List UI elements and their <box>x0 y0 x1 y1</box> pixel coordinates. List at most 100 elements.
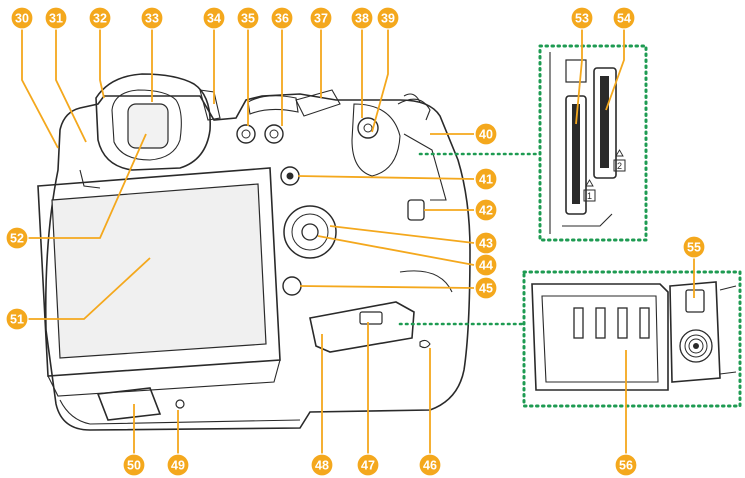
eyepiece-frame <box>111 89 182 161</box>
battery-chamber <box>531 283 669 391</box>
card-slot-inset-border <box>538 44 648 242</box>
leader-lines <box>21 29 695 454</box>
button-38 <box>357 117 379 139</box>
svg-text:35: 35 <box>241 12 255 26</box>
body-top-right <box>397 98 431 121</box>
callout-34: 34 <box>202 6 226 30</box>
svg-text:45: 45 <box>479 282 493 296</box>
battery-cover <box>309 301 415 353</box>
callout-badges: 30 31 32 33 34 35 36 37 38 39 40 41 42 4… <box>5 6 706 477</box>
svg-text:43: 43 <box>479 237 493 251</box>
contact-4 <box>639 307 650 339</box>
strap-eyelet-left <box>79 169 101 189</box>
callout-49: 49 <box>166 453 190 477</box>
callout-35: 35 <box>236 6 260 30</box>
svg-text:53: 53 <box>575 12 589 26</box>
svg-text:55: 55 <box>687 241 701 255</box>
lcd-screen <box>51 183 267 359</box>
button-35 <box>236 124 256 144</box>
callout-47: 47 <box>356 453 380 477</box>
callout-44: 44 <box>474 253 498 277</box>
callout-30: 30 <box>10 6 34 30</box>
callout-43: 43 <box>474 231 498 255</box>
slot-2-mark <box>613 159 626 172</box>
battery-cover-inset <box>669 281 721 383</box>
button-45 <box>282 276 302 296</box>
callout-32: 32 <box>88 6 112 30</box>
slot-1-arrow-icon <box>585 179 594 187</box>
svg-text:41: 41 <box>479 173 493 187</box>
svg-text:48: 48 <box>315 459 329 473</box>
contact-3 <box>617 307 628 339</box>
svg-text:52: 52 <box>10 232 24 246</box>
command-dial <box>295 89 341 117</box>
slot-1-label: 1 <box>587 191 592 201</box>
svg-text:56: 56 <box>619 459 633 473</box>
svg-text:34: 34 <box>207 12 221 26</box>
svg-text:46: 46 <box>423 459 437 473</box>
button-36 <box>264 124 284 144</box>
callout-33: 33 <box>140 6 164 30</box>
callout-53: 53 <box>570 6 594 30</box>
strap-eyelet-right <box>403 93 421 103</box>
slot-1-mark <box>583 189 596 202</box>
svg-text:39: 39 <box>381 12 395 26</box>
grip-edge <box>399 270 453 293</box>
callout-36: 36 <box>270 6 294 30</box>
diopter-dial <box>199 89 221 121</box>
eyepiece-window <box>127 103 169 149</box>
svg-text:44: 44 <box>479 259 493 273</box>
eyecup <box>95 73 211 171</box>
thumb-rest <box>351 103 401 177</box>
top-dial-left <box>247 95 299 115</box>
svg-text:30: 30 <box>15 12 29 26</box>
callout-46: 46 <box>418 453 442 477</box>
svg-text:38: 38 <box>355 12 369 26</box>
body-outline <box>44 93 471 431</box>
lug <box>419 339 431 349</box>
bottom-plate <box>96 387 162 421</box>
svg-text:36: 36 <box>275 12 289 26</box>
bottom-edge <box>59 399 301 425</box>
slot-2-label: 2 <box>617 161 622 171</box>
callout-41: 41 <box>474 167 498 191</box>
callout-51: 51 <box>5 307 29 331</box>
svg-text:37: 37 <box>314 12 328 26</box>
tripod-mount <box>175 399 185 409</box>
contact-1 <box>573 307 584 339</box>
card-slot-inset: 1 2 <box>538 44 648 242</box>
callout-48: 48 <box>310 453 334 477</box>
battery-inset <box>522 270 742 408</box>
svg-text:40: 40 <box>479 128 493 142</box>
svg-text:54: 54 <box>617 12 631 26</box>
battery-latch-inset <box>685 289 705 313</box>
callout-54: 54 <box>612 6 636 30</box>
battery-latch <box>359 311 383 325</box>
svg-text:51: 51 <box>10 313 24 327</box>
callout-50: 50 <box>122 453 146 477</box>
svg-text:31: 31 <box>49 12 63 26</box>
callout-52: 52 <box>5 226 29 250</box>
lcd-hinge <box>47 359 281 397</box>
svg-text:47: 47 <box>361 459 375 473</box>
svg-text:49: 49 <box>171 459 185 473</box>
callout-39: 39 <box>376 6 400 30</box>
callout-37: 37 <box>309 6 333 30</box>
button-42 <box>407 199 425 221</box>
callout-55: 55 <box>682 235 706 259</box>
contact-2 <box>595 307 606 339</box>
callout-40: 40 <box>474 122 498 146</box>
side-cover <box>403 133 447 201</box>
callout-42: 42 <box>474 198 498 222</box>
callout-38: 38 <box>350 6 374 30</box>
svg-text:42: 42 <box>479 204 493 218</box>
menu-ok-button <box>301 223 319 241</box>
svg-text:50: 50 <box>127 459 141 473</box>
svg-text:32: 32 <box>93 12 107 26</box>
svg-text:33: 33 <box>145 12 159 26</box>
callout-56: 56 <box>614 453 638 477</box>
slot-2-arrow-icon <box>615 149 624 157</box>
callout-45: 45 <box>474 276 498 300</box>
